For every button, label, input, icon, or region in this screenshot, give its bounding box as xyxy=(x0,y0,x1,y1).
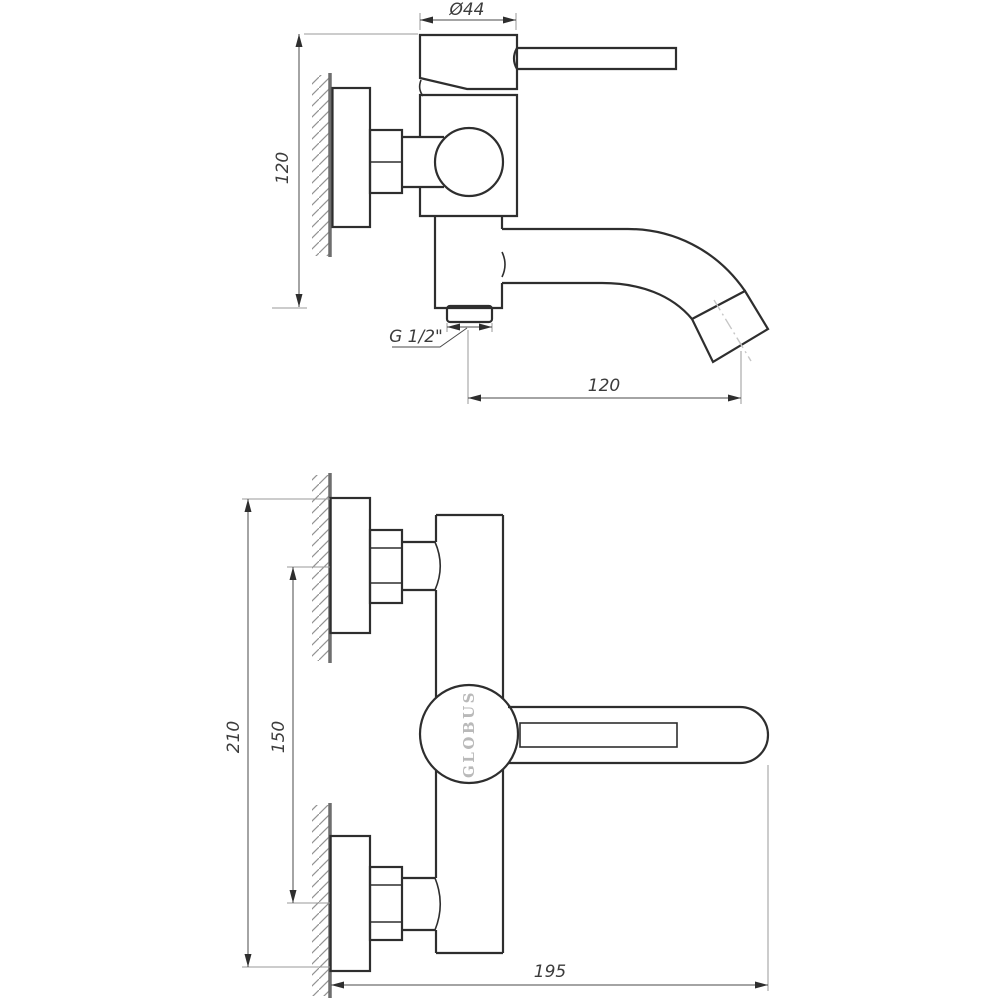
arrow-right xyxy=(479,323,492,331)
arrow-up xyxy=(289,567,297,580)
spout-bottom-edge xyxy=(502,281,693,320)
eccentric-fitting xyxy=(402,135,444,189)
escutcheon-plate xyxy=(329,496,372,635)
arrow-left xyxy=(331,981,344,989)
dim-label-handle-diameter: Ø44 xyxy=(448,0,484,20)
spout-base xyxy=(433,216,506,324)
dimension-spout-reach: 120 xyxy=(467,330,742,404)
connector-nut xyxy=(368,528,404,605)
arrow-left xyxy=(468,394,481,402)
handle-lever xyxy=(508,705,770,765)
spout-fillet-arc xyxy=(501,251,506,278)
eccentric-fitting xyxy=(402,540,442,592)
mixer-body xyxy=(434,513,505,955)
arrow-down xyxy=(295,294,303,307)
arrow-down xyxy=(289,890,297,903)
wall-section-side xyxy=(312,73,332,257)
dim-label-connection-centers: 150 xyxy=(269,721,289,753)
dim-label-spout-reach: 120 xyxy=(588,376,620,396)
connector-nut xyxy=(368,128,404,195)
lower-connection xyxy=(329,834,442,973)
dim-label-thread: G 1/2" xyxy=(389,327,443,347)
cartridge-circle xyxy=(433,126,505,198)
upper-connection xyxy=(329,496,442,635)
side-view: Ø44 120 G 1/2" 120 xyxy=(272,0,770,404)
front-view: GLOBUS 210 150 xyxy=(224,473,770,998)
wall-hatch xyxy=(312,75,329,256)
eccentric-fitting xyxy=(402,876,442,932)
dim-label-overall-height: 210 xyxy=(224,721,244,753)
dimension-thread: G 1/2" xyxy=(389,323,493,348)
arrow-right xyxy=(755,981,768,989)
escutcheon-plate xyxy=(329,834,372,973)
cartridge-circle xyxy=(418,683,520,785)
arrow-left xyxy=(447,323,460,331)
brand-logo-text: GLOBUS xyxy=(460,690,478,778)
dimension-connection-centers: 150 xyxy=(269,566,330,904)
mixer-body xyxy=(418,93,519,218)
dimension-height-side: 120 xyxy=(272,33,418,309)
arrow-right xyxy=(503,16,516,24)
thread-leader-line xyxy=(392,327,468,348)
spout xyxy=(502,227,770,364)
handle-cap xyxy=(418,33,519,97)
dim-label-overall-width: 195 xyxy=(534,962,566,982)
wall-hatch xyxy=(312,805,329,996)
arrow-left xyxy=(420,16,433,24)
spout-top-edge xyxy=(502,227,746,292)
handle-slot xyxy=(519,722,678,748)
thread-tail xyxy=(445,304,494,324)
wall-section-front-bottom xyxy=(312,803,332,998)
arrow-down xyxy=(244,954,252,967)
dim-label-height-side: 120 xyxy=(273,152,293,184)
arrow-up xyxy=(295,34,303,47)
cap-pivot-arc xyxy=(418,79,424,97)
dimension-overall-height: 210 xyxy=(224,498,330,968)
arrow-up xyxy=(244,499,252,512)
wall-hatch xyxy=(312,475,329,661)
dimension-overall-width: 195 xyxy=(331,765,769,991)
escutcheon-plate xyxy=(331,86,372,229)
wall-section-front-top xyxy=(312,473,332,663)
aerator-section xyxy=(690,289,770,364)
connector-nut xyxy=(368,865,404,942)
aerator-axis-line xyxy=(713,299,752,362)
handle-lever xyxy=(512,46,678,71)
arrow-right xyxy=(728,394,741,402)
dimension-handle-diameter: Ø44 xyxy=(419,0,517,30)
